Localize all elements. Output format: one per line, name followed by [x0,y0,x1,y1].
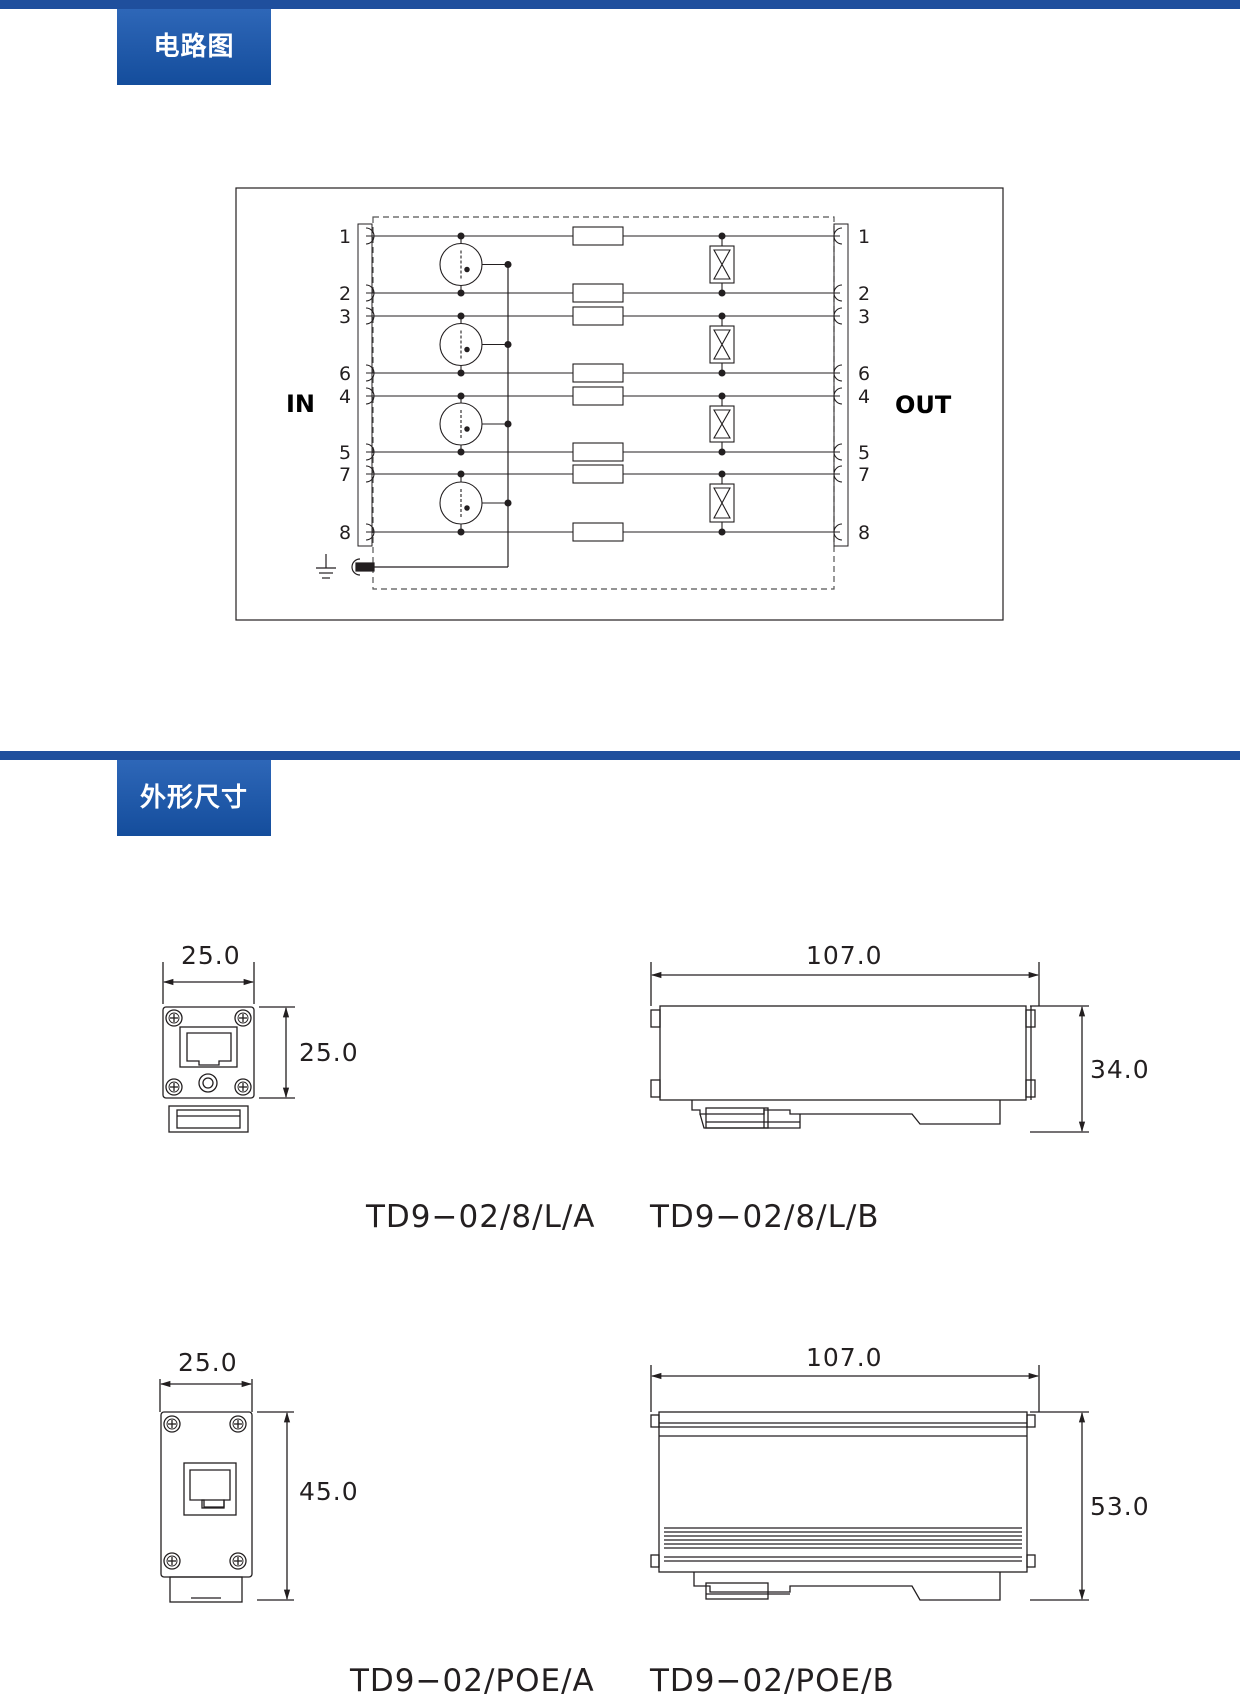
pin-label-in: 6 [339,363,351,385]
pin-label-out: 4 [858,386,870,408]
side-view-poe [650,1365,1089,1601]
dim-width-lan: 25.0 [181,941,241,970]
dim-side-height-lan: 34.0 [1090,1055,1150,1084]
front-view-lan [162,962,295,1133]
ground-icon [316,266,509,579]
in-label: IN [286,390,315,418]
model-poe-a: TD9−02/POE/A [350,1663,595,1699]
pin-label-in: 3 [339,306,351,328]
pin-label-out: 6 [858,363,870,385]
pin-label-in: 8 [339,522,351,544]
section-divider-top [0,0,1240,9]
pin-label-out: 7 [858,464,870,486]
dim-length-lan: 107.0 [806,941,883,970]
section-divider-dimensions [0,751,1240,760]
pin-label-out: 2 [858,283,870,305]
dim-height-lan: 25.0 [299,1038,359,1067]
front-view-poe [159,1379,294,1603]
section-title-dimensions: 外形尺寸 [117,760,271,836]
pin-label-in: 4 [339,386,351,408]
dimension-drawings: 25.0 25.0 107.0 34.0 [159,941,1150,1603]
section-title-circuit: 电路图 [117,9,271,85]
pin-label-out: 1 [858,226,870,248]
pin-label-out: 8 [858,522,870,544]
pin-label-in: 5 [339,442,351,464]
pin-label-in: 2 [339,283,351,305]
model-poe-b: TD9−02/POE/B [650,1663,895,1699]
pin-label-in: 1 [339,226,351,248]
dim-length-poe: 107.0 [806,1343,883,1372]
pin-label-out: 5 [858,442,870,464]
pin-label-out: 3 [858,306,870,328]
model-lan-a: TD9−02/8/L/A [366,1199,596,1235]
pin-label-in: 7 [339,464,351,486]
dim-height-poe: 45.0 [299,1477,359,1506]
out-label: OUT [895,391,952,419]
dim-width-poe: 25.0 [178,1348,238,1377]
side-view-lan [650,962,1089,1133]
model-lan-b: TD9−02/8/L/B [650,1199,880,1235]
dim-side-height-poe: 53.0 [1090,1492,1150,1521]
